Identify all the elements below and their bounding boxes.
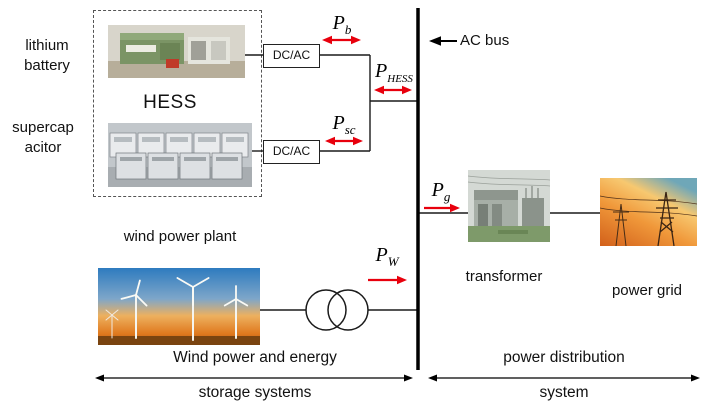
lithium-battery-label-line1: lithium	[25, 37, 69, 54]
supercapacitor-label-line1: supercap	[12, 119, 74, 136]
right-span-caption-line2: system	[539, 384, 589, 401]
lithium-battery-label-line2: battery	[24, 57, 70, 74]
left-span-arrow	[95, 374, 413, 382]
pw-label: PW	[362, 244, 412, 270]
right-span-arrow	[428, 374, 700, 382]
left-span-caption-line2: storage systems	[198, 384, 312, 401]
ac-bus-pointer-arrow	[429, 36, 457, 46]
wind-farm-photo-graphic	[98, 268, 260, 345]
battery-photo	[108, 25, 245, 78]
psc-symbol: P	[332, 112, 345, 134]
pg-label: Pg	[416, 179, 466, 205]
pb-label: Pb	[317, 12, 367, 38]
lithium-battery-label: lithium battery	[4, 36, 90, 76]
pw-flow-arrow	[368, 275, 407, 285]
pb-subscript: b	[344, 22, 352, 37]
psc-flow-arrow	[325, 136, 363, 146]
battery-photo-graphic	[108, 25, 245, 78]
power-grid-photo	[600, 178, 697, 246]
transformer-circle-left	[305, 289, 347, 331]
pw-symbol: P	[375, 244, 388, 266]
hess-title: HESS	[143, 92, 197, 113]
right-span-caption-line1: power distribution	[503, 349, 625, 366]
ac-bus-label: AC bus	[460, 32, 510, 49]
supercapacitor-photo-graphic	[108, 123, 252, 187]
pw-subscript: W	[387, 254, 399, 269]
transformer-photo	[468, 170, 550, 242]
pg-flow-arrow	[424, 203, 460, 213]
phess-label: PHESS	[366, 60, 422, 85]
phess-subscript: HESS	[387, 73, 413, 85]
transformer-label: transformer	[465, 268, 543, 285]
pg-symbol: P	[431, 179, 444, 201]
wind-plant-label: wind power plant	[123, 228, 237, 245]
dcac-converter-top: DC/AC	[263, 44, 320, 68]
transformer-photo-graphic	[468, 170, 550, 242]
supercapacitor-label-line2: acitor	[24, 139, 62, 156]
psc-subscript: sc	[344, 122, 356, 137]
pg-subscript: g	[443, 189, 451, 204]
power-grid-photo-graphic	[600, 178, 697, 246]
transformer-circle-right	[327, 289, 369, 331]
wind-farm-photo	[98, 268, 260, 345]
psc-label: Psc	[319, 112, 369, 138]
dcac-converter-bottom: DC/AC	[263, 140, 320, 164]
left-span-caption-line1: Wind power and energy	[173, 349, 337, 366]
supercapacitor-label: supercap acitor	[0, 118, 86, 158]
power-grid-label: power grid	[611, 282, 683, 299]
phess-symbol: P	[375, 60, 388, 82]
supercapacitor-photo	[108, 123, 252, 187]
phess-flow-arrow	[374, 85, 412, 95]
transformer-symbol	[305, 289, 369, 331]
pb-symbol: P	[332, 12, 345, 34]
